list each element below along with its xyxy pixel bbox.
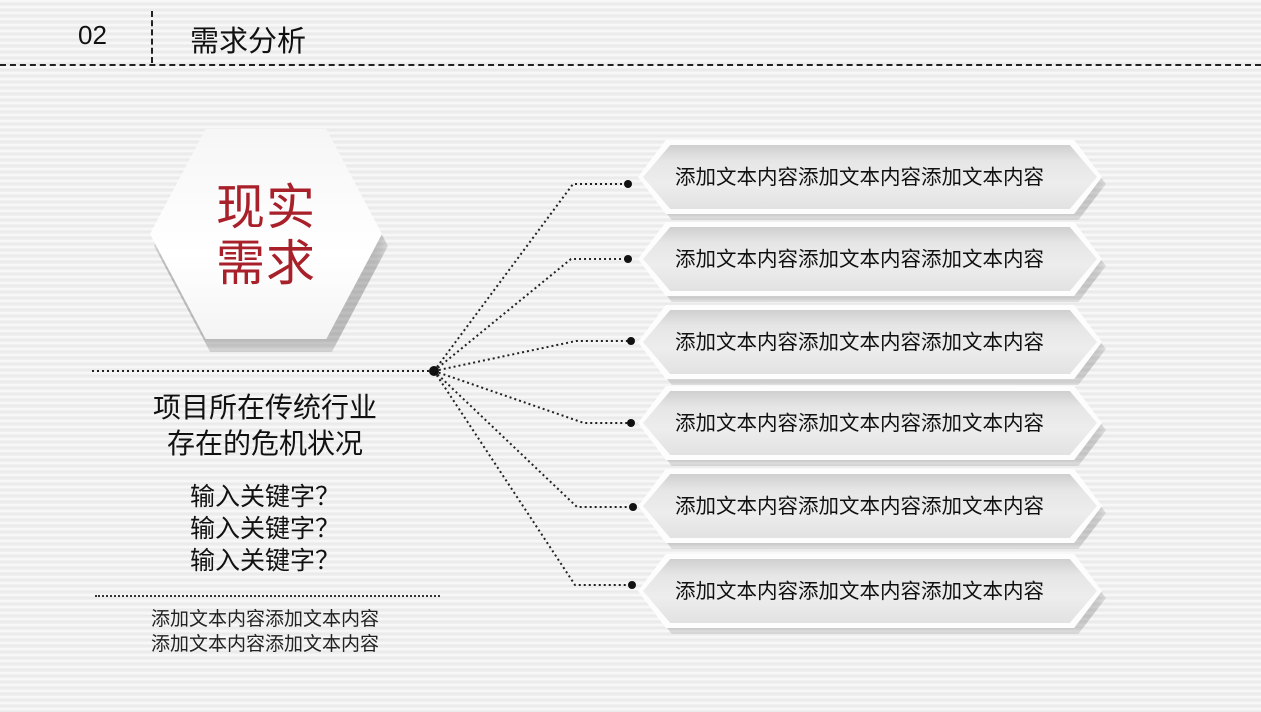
banner-label: 添加文本内容添加文本内容添加文本内容 — [675, 247, 1044, 271]
sub-description-line2: 添加文本内容添加文本内容 — [150, 633, 379, 655]
keyword-list: 输入关键字？ 输入关键字？ 输入关键字？ — [90, 481, 440, 577]
banner-label: 添加文本内容添加文本内容添加文本内容 — [675, 330, 1044, 354]
sub-description-line1: 添加文本内容添加文本内容 — [150, 608, 379, 630]
connector-dots — [429, 180, 637, 589]
banner-item-3[interactable]: 添加文本内容添加文本内容添加文本内容 — [638, 305, 1106, 385]
keyword-item: 输入关键字？ — [189, 482, 340, 511]
banner-label: 添加文本内容添加文本内容添加文本内容 — [675, 579, 1044, 603]
section-title: 需求分析 — [190, 24, 307, 58]
sub-description: 添加文本内容添加文本内容 添加文本内容添加文本内容 — [90, 607, 440, 657]
hexagon-title-line2: 需求 — [215, 235, 316, 292]
banner-item-2[interactable]: 添加文本内容添加文本内容添加文本内容 — [638, 222, 1106, 302]
keyword-item: 输入关键字？ — [189, 514, 340, 543]
banner-item-4[interactable]: 添加文本内容添加文本内容添加文本内容 — [638, 386, 1106, 466]
header-vertical-divider — [151, 11, 153, 63]
main-statement: 项目所在传统行业 存在的危机状况 — [90, 390, 440, 462]
hexagon-title: 现实 需求 — [150, 180, 382, 292]
keyword-item: 输入关键字？ — [189, 546, 340, 575]
main-statement-line2: 存在的危机状况 — [166, 427, 363, 460]
hexagon-title-line1: 现实 — [215, 179, 316, 236]
banner-label: 添加文本内容添加文本内容添加文本内容 — [675, 165, 1044, 189]
banner-label: 添加文本内容添加文本内容添加文本内容 — [675, 494, 1044, 518]
header-dashed-divider — [0, 64, 1261, 66]
banner-label: 添加文本内容添加文本内容添加文本内容 — [675, 411, 1044, 435]
banner-item-5[interactable]: 添加文本内容添加文本内容添加文本内容 — [638, 469, 1106, 549]
banner-item-6[interactable]: 添加文本内容添加文本内容添加文本内容 — [638, 554, 1106, 634]
dotted-divider — [95, 595, 440, 597]
banner-item-1[interactable]: 添加文本内容添加文本内容添加文本内容 — [638, 140, 1106, 220]
section-number: 02 — [78, 20, 107, 50]
hexagon-badge — [150, 129, 382, 339]
connector-lines — [92, 183, 633, 586]
main-statement-line1: 项目所在传统行业 — [152, 391, 377, 424]
